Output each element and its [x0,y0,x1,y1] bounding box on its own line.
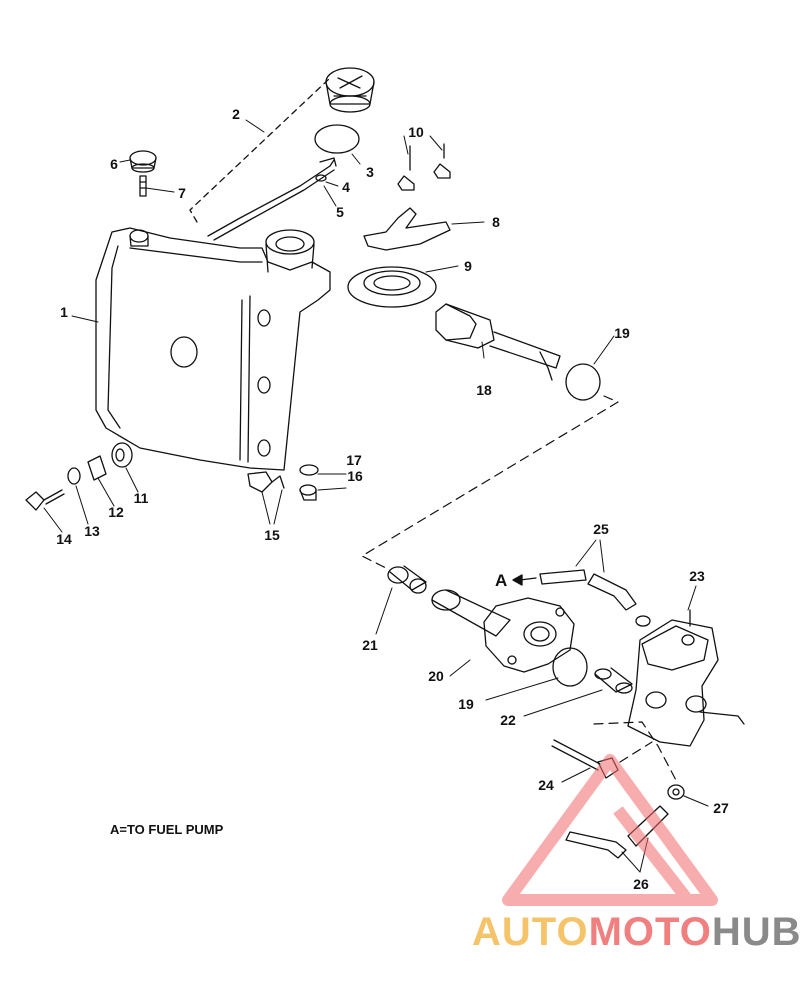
callout-17: 17 [346,452,362,468]
callout-6: 6 [110,156,118,172]
callout-3: 3 [366,164,374,180]
watermark-logo [502,754,718,906]
callout-19b: 19 [458,696,474,712]
callout-4: 4 [342,179,350,195]
washer-4 [315,174,327,182]
callout-9: 9 [464,258,472,274]
screws-10 [397,143,451,191]
callout-15: 15 [264,527,280,543]
hose-25 [539,569,637,611]
screw-7 [139,175,147,197]
callout-16: 16 [347,468,363,484]
bolt-14 [25,489,65,511]
callout-24: 24 [538,777,554,793]
callout-27: 27 [713,800,729,816]
clamp-plate [363,207,451,251]
screw-16 [299,484,317,501]
callout-25: 25 [593,521,609,537]
o-ring-3 [314,124,360,154]
watermark-hub: HUB [711,910,800,954]
callout-10: 10 [408,124,424,140]
callout-18: 18 [476,382,492,398]
dipstick-cap [129,150,157,173]
grommet-11 [111,442,133,468]
callout-5: 5 [336,204,344,220]
callout-13: 13 [84,523,100,539]
callout-1: 1 [60,304,68,320]
coupling-21 [387,565,427,594]
washer-13 [67,467,81,485]
watermark-auto: AUTO [472,910,589,954]
callout-22: 22 [500,712,516,728]
fitting-15 [247,471,285,493]
callout-8: 8 [492,214,500,230]
pump-housing [431,589,575,673]
callout-21: 21 [362,637,378,653]
drive-shaft [435,303,561,381]
legend-note: A=TO FUEL PUMP [110,822,224,837]
washer-17 [299,464,319,476]
nut-27 [667,784,685,800]
callout-23: 23 [689,568,705,584]
pickup-bracket [207,157,337,241]
sleeve-12 [87,455,107,481]
o-ring-19a [565,363,601,401]
filler-cap [325,67,375,113]
callout-14: 14 [56,531,72,547]
callout-26: 26 [633,876,649,892]
bushing-22 [594,667,633,694]
callout-19a: 19 [614,325,630,341]
watermark-text: AUTOMOTOHUB [472,910,800,955]
oil-pump [627,609,745,747]
o-ring-19b [552,647,588,687]
seal-9 [347,266,437,308]
callout-2: 2 [232,106,240,122]
oil-tank [95,227,331,471]
callout-12: 12 [108,504,124,520]
callout-7: 7 [178,185,186,201]
watermark-moto: MOTO [588,910,712,954]
arrow-label-a: A [495,571,508,590]
callout-20: 20 [428,668,444,684]
callout-11: 11 [133,490,149,506]
